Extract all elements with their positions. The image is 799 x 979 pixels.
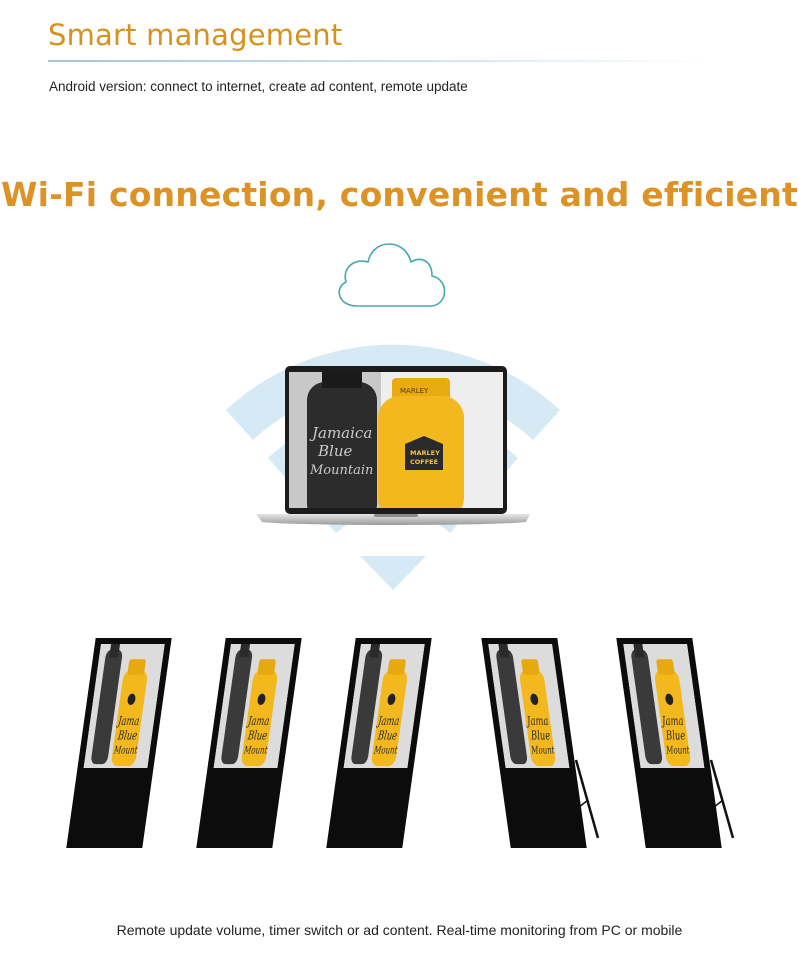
laptop-image: Jamaica Blue Mountain MARLEY MARLEY COFF…	[256, 366, 530, 525]
signage-stand	[196, 638, 302, 848]
bottle-script-line3: Mountain	[309, 463, 373, 478]
signage-stand	[66, 638, 172, 848]
jar-lid-text: MARLEY	[400, 387, 429, 395]
jar-label-line2: COFFEE	[410, 458, 438, 466]
signage-stand	[481, 638, 600, 848]
page-title: Smart management	[48, 18, 343, 52]
signage-stand	[616, 638, 735, 848]
jar-label-line1: MARLEY	[410, 449, 440, 457]
footer-caption: Remote update volume, timer switch or ad…	[116, 922, 683, 938]
headline-text: Wi-Fi connection, convenient and efficie…	[1, 175, 798, 214]
bottle-script-line1: Jamaica	[309, 424, 372, 442]
subtitle-text: Android version: connect to internet, cr…	[49, 79, 468, 94]
bottle-script-line2: Blue	[317, 442, 352, 460]
signage-stand	[326, 638, 432, 848]
cloud-icon	[338, 243, 446, 307]
title-divider	[48, 60, 708, 62]
